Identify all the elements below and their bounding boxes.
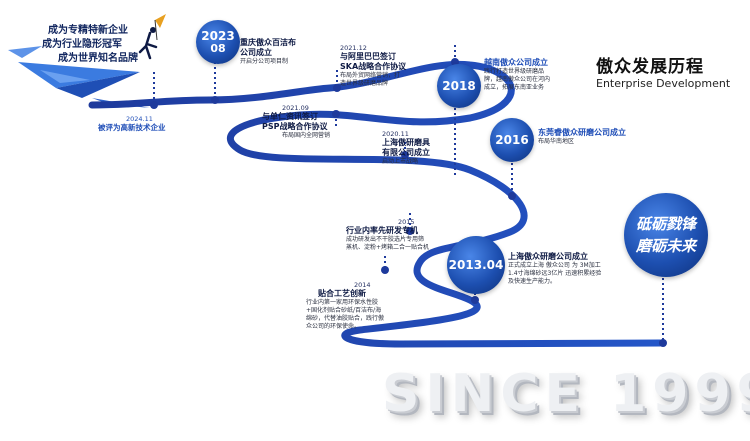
milestone-2021-12: 2021.12 与阿里巴巴签订 SKA战略合作协议 布局外贸网络营销，打 造世界… bbox=[340, 44, 440, 88]
climber-figure-icon bbox=[138, 14, 166, 60]
milestone-desc: 1.4寸海绵砂远3亿片 迅速积累经验 bbox=[508, 270, 602, 277]
milestone-title: 行业内率先研发专机 bbox=[346, 226, 418, 235]
milestone-title: 被评为高新技术企业 bbox=[98, 123, 166, 132]
since-1999-wordmark: SINCE 1999 bbox=[382, 364, 750, 424]
motto-line: 砥砺戮锋 bbox=[635, 215, 696, 233]
milestone-desc: 布局华南地区 bbox=[538, 138, 575, 145]
milestone-title: 贴合工艺创新 bbox=[318, 289, 366, 298]
badge-year: 2023 bbox=[201, 28, 235, 43]
badge-year: 2013.04 bbox=[448, 258, 504, 272]
milestone-title: PSP战略合作协议 bbox=[262, 122, 328, 131]
milestone-desc: +国化剂贴合砂纸/百洁布/海 bbox=[306, 307, 382, 314]
page-heading: 傲众发展历程 Enterprise Development bbox=[596, 52, 746, 90]
milestone-title: 与阿里巴巴签订 bbox=[340, 52, 396, 61]
slogan-line: 成为专精特新企业 bbox=[48, 25, 128, 36]
milestone-desc: 布局外贸网络营销，打 bbox=[340, 72, 401, 79]
paper-plane-icon bbox=[8, 46, 42, 58]
milestone-2018: 越南傲众公司成立 践行打造世界级研磨品 牌，越南傲众公司在河内 成立，拓展东南亚… bbox=[484, 58, 584, 92]
milestone-title: 上海傲众研磨公司成立 bbox=[508, 252, 588, 261]
milestone-2021-09: 2021.09 与单仁资讯签订 PSP战略合作协议 布局国内全网营销 bbox=[262, 104, 342, 140]
milestone-2014: 2014 贴合工艺创新 行业内第一家用环保水性胶 +国化剂贴合砂纸/百洁布/海 … bbox=[306, 281, 406, 331]
milestone-2023-08: 重庆傲众百洁布 公司成立 开启分公司项目制 bbox=[240, 38, 330, 66]
year-badge-2016: 2016 bbox=[490, 118, 534, 162]
milestone-date: 2021.12 bbox=[340, 44, 367, 52]
slogan-block: 成为专精特新企业 成为行业隐形冠军 成为世界知名品牌 bbox=[40, 24, 170, 66]
milestone-desc: 成功研发出不干胶选片专用筛 bbox=[346, 236, 425, 243]
year-badge-2023: 2023 08 bbox=[196, 20, 240, 64]
page-subtitle: Enterprise Development bbox=[596, 77, 731, 90]
milestone-date: 2020.11 bbox=[382, 130, 409, 138]
milestone-desc: 践行打造世界级研磨品 bbox=[484, 68, 545, 75]
year-badge-2013: 2013.04 bbox=[447, 236, 505, 294]
slogan-line: 成为行业隐形冠军 bbox=[42, 39, 122, 50]
badge-month: 08 bbox=[210, 41, 226, 55]
motto-line: 磨砺未来 bbox=[635, 237, 696, 255]
milestone-desc: 正式成立上海 傲众公司 为 3M加工 bbox=[508, 262, 601, 269]
milestone-title: 越南傲众公司成立 bbox=[484, 58, 548, 67]
milestone-date: 2024.11 bbox=[126, 115, 153, 123]
milestone-2016: 东莞睿傲众研磨公司成立 布局华南地区 bbox=[538, 128, 658, 146]
motto-circle: 砥砺戮锋 磨砺未来 bbox=[624, 193, 708, 277]
milestone-2020-11: 2020.11 上海傲研磨具 有限公司成立 启动上市战略 bbox=[382, 130, 462, 166]
milestone-desc: 牌，越南傲众公司在河内 bbox=[484, 76, 551, 83]
page-title: 傲众发展历程 bbox=[596, 57, 704, 77]
milestone-desc: 蒸机、淀粉+烤箱二合一贴合机 bbox=[346, 244, 430, 251]
milestone-title: 上海傲研磨具 bbox=[382, 138, 430, 147]
badge-year: 2016 bbox=[495, 133, 529, 147]
milestone-2013-04: 上海傲众研磨公司成立 正式成立上海 傲众公司 为 3M加工 1.4寸海绵砂远3亿… bbox=[508, 252, 628, 286]
milestone-desc: 开启分公司项目制 bbox=[240, 58, 289, 65]
paper-plane-icon bbox=[18, 62, 140, 98]
milestone-title: 有限公司成立 bbox=[382, 148, 430, 157]
milestone-desc: 绵砂，代替油胶贴合，践行傲 bbox=[306, 315, 385, 322]
slogan-line: 成为世界知名品牌 bbox=[58, 53, 138, 64]
milestone-desc: 布局国内全网营销 bbox=[282, 132, 331, 139]
milestone-desc: 众公司的环保使命。 bbox=[306, 323, 361, 330]
milestone-desc: 造世界级研磨品牌 bbox=[340, 80, 389, 87]
milestone-title: 公司成立 bbox=[240, 48, 272, 57]
milestone-date: 2014 bbox=[354, 281, 371, 289]
badge-year: 2018 bbox=[442, 79, 476, 93]
milestone-title: SKA战略合作协议 bbox=[340, 62, 407, 71]
milestone-2015: 2015 行业内率先研发专机 成功研发出不干胶选片专用筛 蒸机、淀粉+烤箱二合一… bbox=[346, 218, 446, 252]
milestone-desc: 及快速生产能力。 bbox=[508, 278, 557, 285]
milestone-title: 重庆傲众百洁布 bbox=[240, 38, 296, 47]
year-badge-2018: 2018 bbox=[437, 64, 481, 108]
milestone-title: 与单仁资讯签订 bbox=[262, 112, 318, 121]
milestone-desc: 成立，拓展东南亚业务 bbox=[484, 84, 545, 91]
milestone-2024-11: 2024.11 被评为高新技术企业 bbox=[98, 115, 208, 133]
milestone-desc: 启动上市战略 bbox=[382, 158, 419, 165]
milestone-date: 2021.09 bbox=[282, 104, 309, 112]
milestone-title: 东莞睿傲众研磨公司成立 bbox=[538, 128, 626, 137]
milestone-desc: 行业内第一家用环保水性胶 bbox=[306, 299, 379, 306]
milestone-date: 2015 bbox=[398, 218, 415, 226]
